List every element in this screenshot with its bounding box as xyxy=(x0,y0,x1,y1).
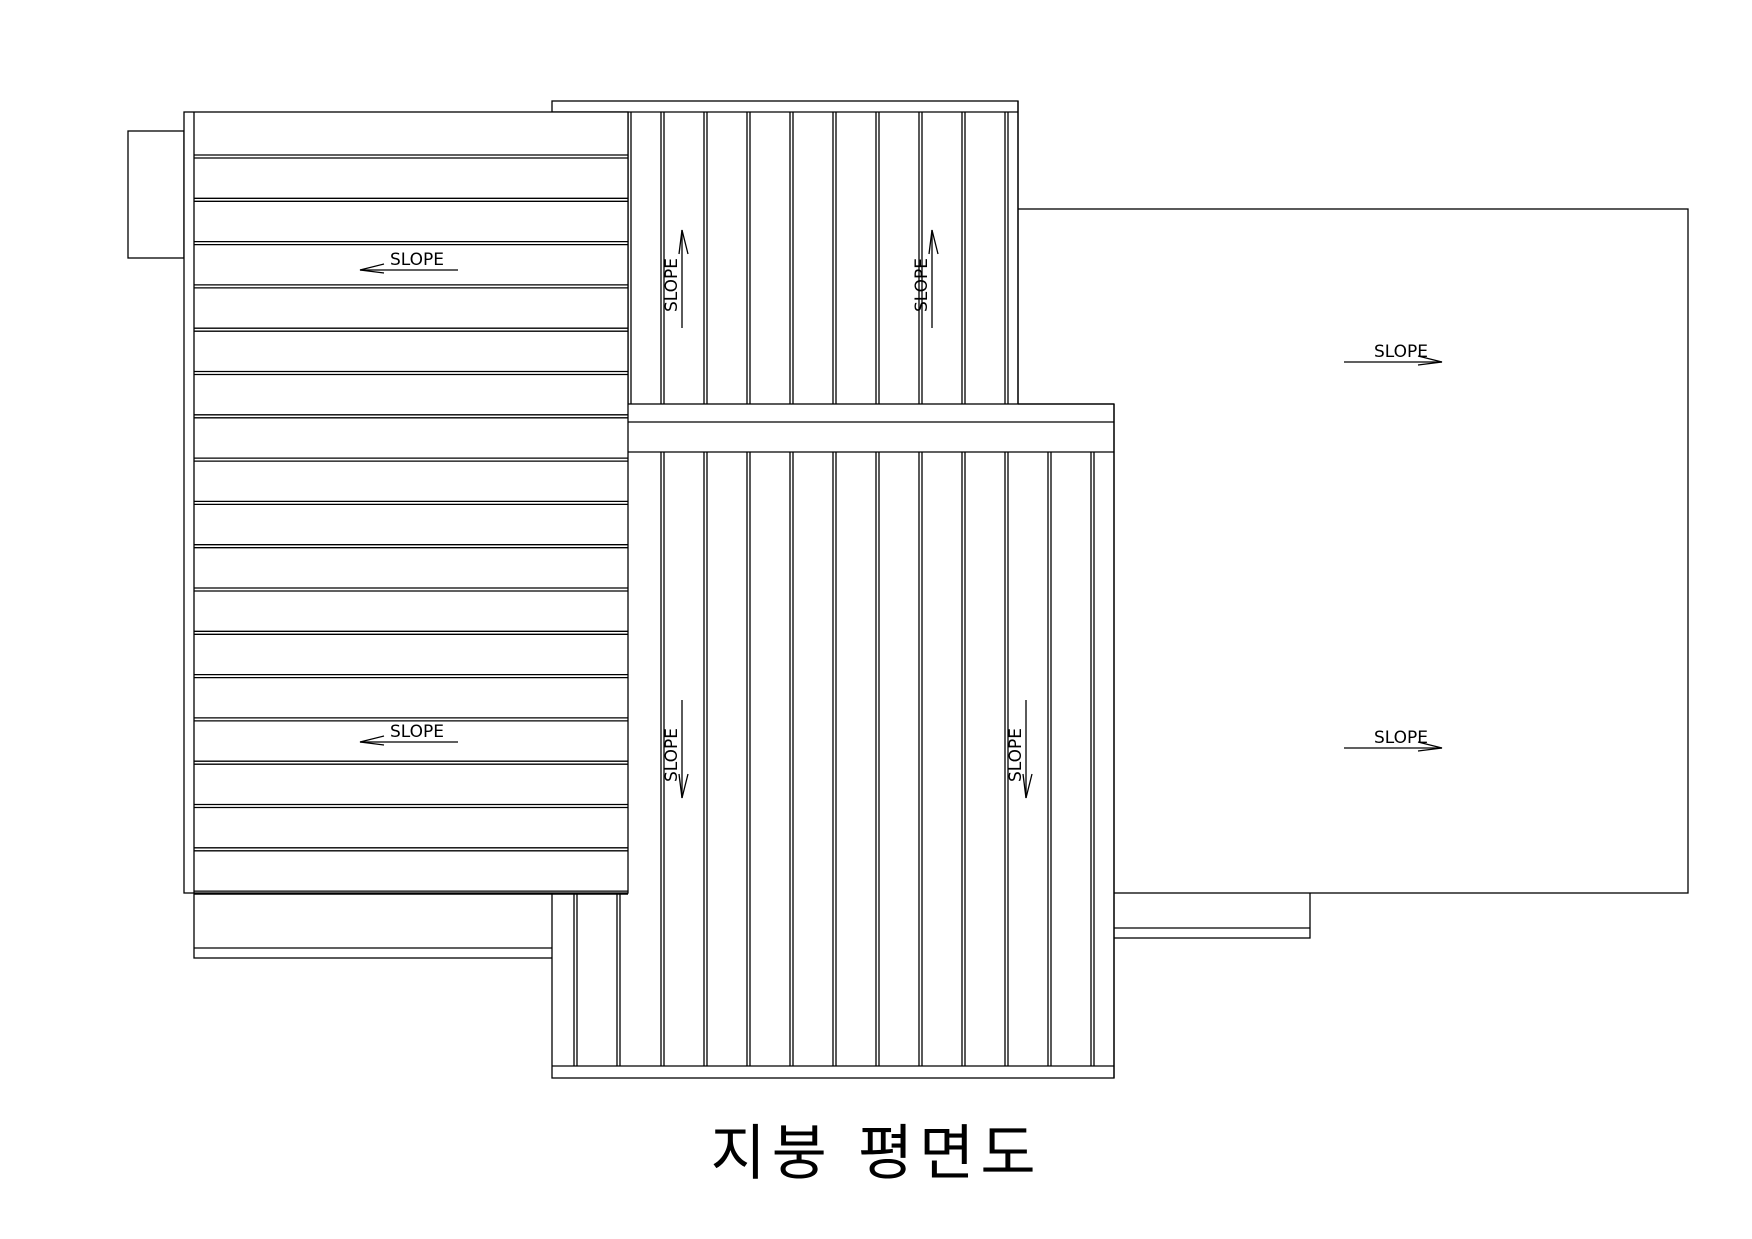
roof-panel-seam xyxy=(194,847,628,852)
chimney-outline xyxy=(127,130,185,259)
roof-panel-seam xyxy=(194,673,628,679)
drawing-title: 지붕 평면도 xyxy=(710,1119,1042,1189)
slope-label: SLOPE xyxy=(1006,728,1026,782)
roof-rib xyxy=(832,452,837,1066)
slope-label: SLOPE xyxy=(1374,342,1428,362)
slope-arrow-right-lower: SLOPE xyxy=(1344,728,1443,752)
middle-bottom-roof-section xyxy=(551,403,1115,1079)
roof-rib xyxy=(1090,452,1095,1066)
roof-panel-seam xyxy=(194,457,628,462)
roof-rib xyxy=(616,893,621,1066)
roof-rib xyxy=(703,112,708,422)
roof-panel-seam xyxy=(194,890,628,895)
roof-panel-seam xyxy=(194,154,628,159)
roof-rib xyxy=(573,893,578,1066)
roof-rib xyxy=(961,452,966,1066)
slope-arrow-mid-bottom-1: SLOPE xyxy=(662,700,689,799)
roof-panel-seam xyxy=(194,500,628,506)
slope-label: SLOPE xyxy=(390,250,444,270)
roof-panel-seam xyxy=(194,327,628,332)
roof-rib xyxy=(875,112,880,422)
slope-label: SLOPE xyxy=(390,722,444,742)
roof-panel-seam xyxy=(194,587,628,592)
roof-panel-seam xyxy=(194,717,628,722)
roof-rib xyxy=(875,452,880,1066)
roof-panel-seam xyxy=(194,284,628,289)
roof-panel-seam xyxy=(194,414,628,419)
lower-left-eave xyxy=(193,887,555,959)
roof-panel-seam xyxy=(194,197,628,202)
slope-arrow-left-upper: SLOPE xyxy=(359,250,458,274)
roof-panel-seam xyxy=(194,544,628,549)
roof-rib xyxy=(789,112,794,422)
roof-panel-seam xyxy=(194,760,628,765)
roof-panel-seam xyxy=(194,240,628,246)
roof-rib xyxy=(961,112,966,422)
roof-rib xyxy=(746,452,751,1066)
slope-arrow-mid-bottom-2: SLOPE xyxy=(1006,700,1033,799)
roof-rib xyxy=(703,452,708,1066)
slope-arrow-right-upper: SLOPE xyxy=(1344,342,1443,366)
slope-label: SLOPE xyxy=(662,728,682,782)
slope-label: SLOPE xyxy=(1374,728,1428,748)
roof-rib xyxy=(660,112,665,422)
right-roof-section xyxy=(1009,208,1689,894)
slope-arrow-left-lower: SLOPE xyxy=(359,722,458,746)
slope-arrow-mid-top-1: SLOPE xyxy=(662,229,689,328)
roof-rib xyxy=(789,452,794,1066)
roof-rib xyxy=(746,112,751,422)
roof-rib xyxy=(918,452,923,1066)
roof-panel-seam xyxy=(194,630,628,635)
lower-right-eave xyxy=(1109,887,1311,939)
roof-rib xyxy=(1047,452,1052,1066)
left-roof-section xyxy=(183,111,629,895)
slope-label: SLOPE xyxy=(662,258,682,312)
roof-rib xyxy=(918,112,923,422)
roof-rib xyxy=(1004,452,1009,1066)
roof-rib xyxy=(832,112,837,422)
slope-label: SLOPE xyxy=(912,258,932,312)
roof-rib xyxy=(1004,112,1009,422)
middle-top-roof-section xyxy=(551,100,1019,423)
roof-rib xyxy=(660,452,665,1066)
roof-panel-seam xyxy=(194,370,628,376)
roof-panel-seam xyxy=(194,803,628,809)
slope-arrow-mid-top-2: SLOPE xyxy=(912,229,939,328)
